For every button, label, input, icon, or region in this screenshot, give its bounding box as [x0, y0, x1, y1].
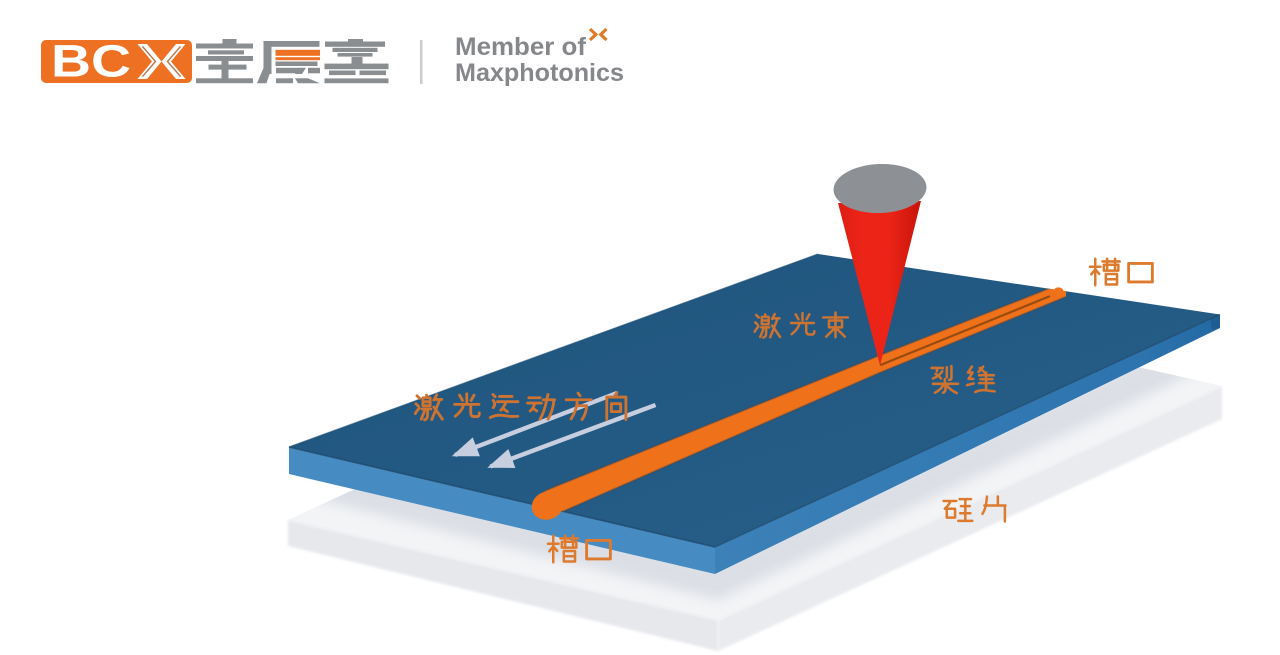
svg-text:Maxphotonics: Maxphotonics [455, 59, 624, 87]
svg-text:BC: BC [51, 36, 131, 87]
svg-text:Member of: Member of [455, 33, 587, 61]
